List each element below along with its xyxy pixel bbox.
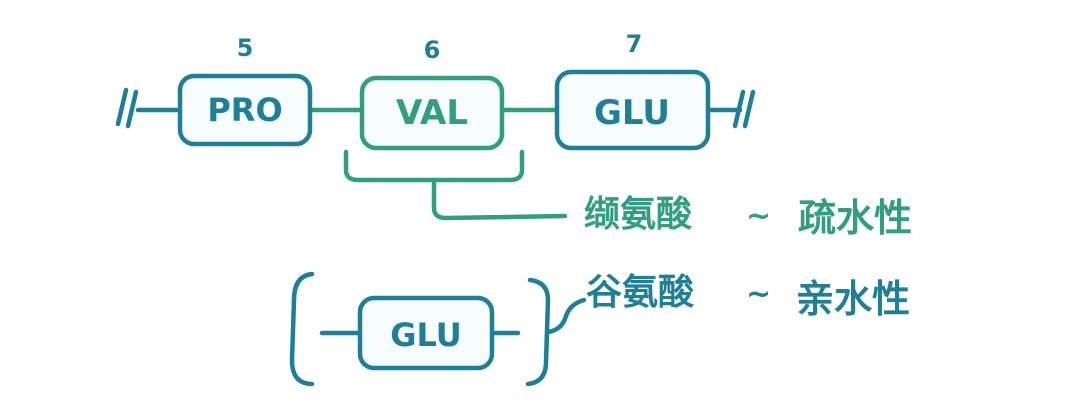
chain-break-right-2 (742, 89, 756, 129)
residue-position-6: 6 (424, 36, 441, 64)
valine-brace (343, 149, 525, 183)
chain-break-left-1 (115, 87, 129, 127)
residue-label-val: VAL (396, 93, 468, 133)
glutamate-name: 谷氨酸 (586, 272, 694, 313)
residue-box-glu (554, 69, 711, 151)
chain-backbone (115, 87, 756, 129)
glutamate-annotation: 谷氨酸 ~ 亲水性 (586, 272, 910, 321)
residue-box-pro (177, 73, 313, 147)
residue-position-7: 7 (626, 30, 643, 58)
valine-name: 缬氨酸 (584, 194, 692, 235)
isolated-glu-box (357, 295, 495, 371)
valine-tilde: ~ (746, 199, 771, 234)
left-bracket (289, 271, 315, 387)
residue-position-5: 5 (237, 34, 254, 62)
right-bracket-pointer (545, 297, 587, 335)
chain-break-right-1 (732, 89, 746, 129)
glutamate-property: 亲水性 (796, 277, 910, 321)
residue-label-pro: PRO (207, 91, 282, 129)
residue-pro: 5 PRO (177, 34, 313, 147)
isolated-glu-label: GLU (390, 316, 462, 354)
valine-property: 疏水性 (798, 196, 912, 240)
residue-label-glu: GLU (594, 93, 670, 133)
isolated-glu-group: GLU (289, 271, 587, 387)
residue-glu: 7 GLU (554, 30, 711, 151)
residue-box-val (359, 75, 505, 151)
right-bracket (525, 277, 551, 387)
residue-val: 6 VAL (359, 36, 505, 151)
valine-leader-line (431, 179, 568, 221)
glutamate-tilde: ~ (746, 277, 771, 312)
chain-break-left-2 (125, 89, 139, 129)
valine-annotation: 缬氨酸 ~ 疏水性 (584, 194, 912, 240)
